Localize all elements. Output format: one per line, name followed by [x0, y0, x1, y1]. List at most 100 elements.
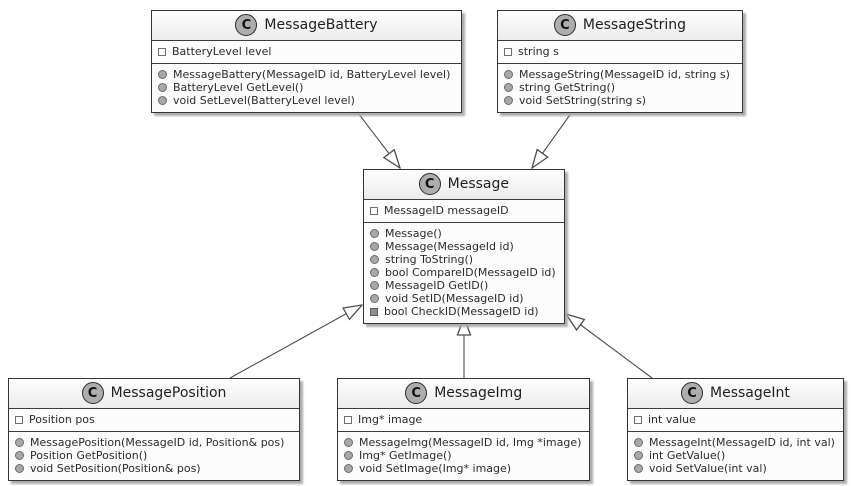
member-text: bool CompareID(MessageID id)	[385, 266, 556, 279]
method-row: MessagePosition(MessageID id, Position& …	[15, 436, 291, 449]
public-method-icon	[634, 464, 643, 473]
public-method-icon	[158, 70, 167, 79]
method-row: Img* GetImage()	[344, 449, 581, 462]
member-text: Message(MessageId id)	[385, 240, 514, 253]
member-text: MessageBattery(MessageID id, BatteryLeve…	[173, 68, 451, 81]
class-box-messageimg: C MessageImg Img* image MessageImg(Messa…	[337, 378, 591, 481]
method-row: MessageID GetID()	[370, 279, 556, 292]
class-stereotype-icon: C	[553, 14, 576, 36]
public-method-icon	[344, 438, 353, 447]
method-row: MessageInt(MessageID id, int val)	[634, 436, 835, 449]
inheritance-arrow-messageint-to-message	[566, 314, 653, 379]
member-text: bool CheckID(MessageID id)	[384, 305, 539, 318]
inheritance-arrow-messageposition-to-message	[229, 305, 362, 379]
public-method-icon	[370, 281, 379, 290]
member-text: int GetValue()	[649, 449, 726, 462]
class-stereotype-icon: C	[681, 382, 704, 404]
member-text: string ToString()	[385, 253, 474, 266]
class-title: MessageImg	[434, 385, 523, 401]
class-stereotype-icon: C	[235, 14, 258, 36]
method-row: int GetValue()	[634, 449, 835, 462]
class-title: MessageBattery	[264, 17, 378, 33]
class-header: C MessageString	[498, 11, 742, 41]
field-row: int value	[634, 413, 835, 426]
method-row: Message(MessageId id)	[370, 240, 556, 253]
methods-section: MessageImg(MessageID id, Img *image)Img*…	[338, 432, 590, 480]
public-method-icon	[158, 96, 167, 105]
member-text: MessageImg(MessageID id, Img *image)	[359, 436, 582, 449]
class-header: C MessagePosition	[9, 379, 299, 409]
methods-section: MessageInt(MessageID id, int val)int Get…	[628, 432, 843, 480]
field-icon	[15, 415, 23, 424]
field-icon	[158, 47, 166, 56]
public-method-icon	[504, 96, 513, 105]
public-method-icon	[344, 464, 353, 473]
method-row: MessageImg(MessageID id, Img *image)	[344, 436, 581, 449]
method-row: bool CheckID(MessageID id)	[370, 305, 556, 318]
member-text: void SetLevel(BatteryLevel level)	[173, 94, 355, 107]
method-row: string ToString()	[370, 253, 556, 266]
public-method-icon	[370, 294, 379, 303]
member-text: BatteryLevel GetLevel()	[173, 81, 304, 94]
member-text: MessageID messageID	[384, 204, 509, 217]
inheritance-arrow-messagebattery-to-message	[351, 104, 400, 168]
member-text: void SetValue(int val)	[649, 462, 767, 475]
public-method-icon	[370, 255, 379, 264]
field-row: MessageID messageID	[370, 204, 556, 217]
class-header: C MessageBattery	[152, 11, 461, 41]
public-method-icon	[370, 242, 379, 251]
methods-section: MessageString(MessageID id, string s)str…	[498, 64, 742, 112]
fields-section: Img* image	[338, 409, 590, 432]
methods-section: MessagePosition(MessageID id, Position& …	[9, 432, 299, 480]
field-row: string s	[504, 45, 734, 58]
member-text: void SetPosition(Position& pos)	[30, 462, 201, 475]
method-row: string GetString()	[504, 81, 734, 94]
public-method-icon	[634, 438, 643, 447]
public-method-icon	[15, 438, 24, 447]
class-stereotype-icon: C	[405, 382, 428, 404]
member-text: int value	[648, 413, 696, 426]
field-icon	[370, 206, 378, 215]
method-row: void SetPosition(Position& pos)	[15, 462, 291, 475]
member-text: void SetString(string s)	[519, 94, 647, 107]
public-method-icon	[344, 451, 353, 460]
public-method-icon	[15, 451, 24, 460]
fields-section: Position pos	[9, 409, 299, 432]
field-icon	[344, 415, 352, 424]
public-method-icon	[634, 451, 643, 460]
class-box-message: C Message MessageID messageID Message()M…	[363, 169, 565, 324]
member-text: MessageInt(MessageID id, int val)	[649, 436, 835, 449]
member-text: string s	[518, 45, 559, 58]
class-stereotype-icon: C	[418, 173, 441, 195]
member-text: BatteryLevel level	[172, 45, 272, 58]
public-method-icon	[504, 83, 513, 92]
fields-section: string s	[498, 41, 742, 64]
fields-section: int value	[628, 409, 843, 432]
field-row: Position pos	[15, 413, 291, 426]
method-row: BatteryLevel GetLevel()	[158, 81, 453, 94]
class-box-messagebattery: C MessageBattery BatteryLevel level Mess…	[151, 10, 462, 113]
public-method-icon	[370, 229, 379, 238]
member-text: MessageString(MessageID id, string s)	[519, 68, 730, 81]
fields-section: MessageID messageID	[364, 200, 564, 223]
class-box-messagestring: C MessageString string s MessageString(M…	[497, 10, 743, 113]
member-text: Img* image	[358, 413, 423, 426]
method-row: void SetImage(Img* image)	[344, 462, 581, 475]
fields-section: BatteryLevel level	[152, 41, 461, 64]
method-row: void SetID(MessageID id)	[370, 292, 556, 305]
member-text: MessageID GetID()	[385, 279, 489, 292]
method-row: Position GetPosition()	[15, 449, 291, 462]
method-row: void SetLevel(BatteryLevel level)	[158, 94, 453, 107]
public-method-icon	[158, 83, 167, 92]
class-header: C MessageInt	[628, 379, 843, 409]
public-method-icon	[370, 268, 379, 277]
class-header: C MessageImg	[338, 379, 590, 409]
member-text: Img* GetImage()	[359, 449, 452, 462]
inheritance-arrow-messagestring-to-message	[532, 104, 578, 168]
public-method-icon	[15, 464, 24, 473]
field-icon	[634, 415, 642, 424]
member-text: void SetID(MessageID id)	[385, 292, 524, 305]
member-text: Message()	[385, 227, 442, 240]
methods-section: MessageBattery(MessageID id, BatteryLeve…	[152, 64, 461, 112]
